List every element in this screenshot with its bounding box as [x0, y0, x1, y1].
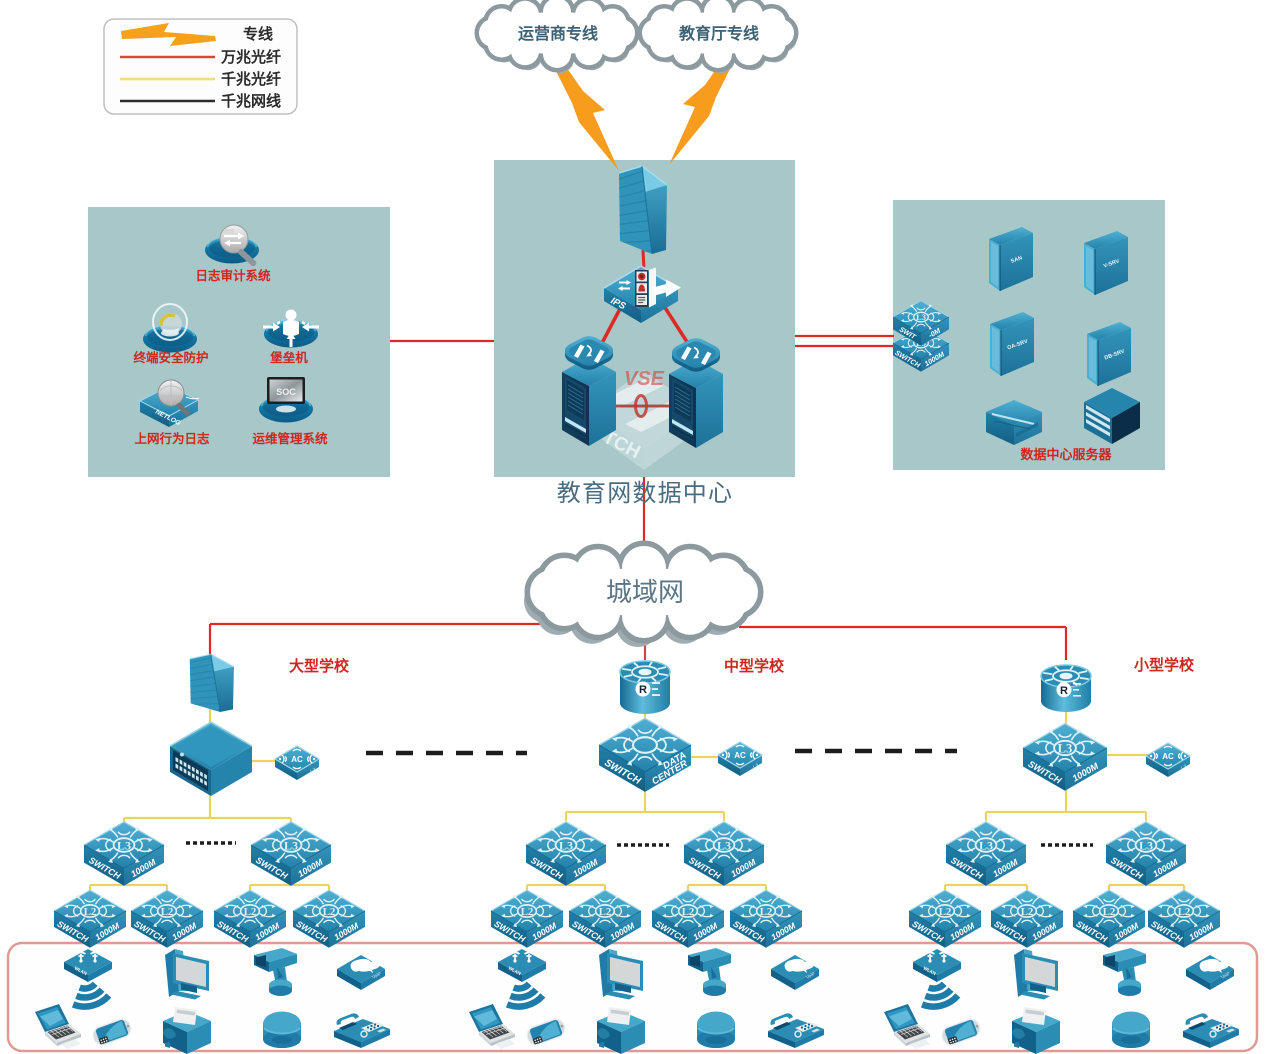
- svg-text:L2: L2: [323, 906, 336, 918]
- svg-text:L2: L2: [521, 906, 534, 918]
- svg-text:L3: L3: [979, 838, 993, 852]
- svg-text:上网行为日志: 上网行为日志: [134, 431, 210, 446]
- svg-text:终端安全防护: 终端安全防护: [133, 350, 208, 365]
- svg-text:教育厅专线: 教育厅专线: [679, 24, 759, 43]
- svg-text:SAN: SAN: [1010, 255, 1023, 265]
- svg-text:L2: L2: [1178, 906, 1191, 918]
- svg-text:L2: L2: [1103, 906, 1116, 918]
- svg-text:运营商专线: 运营商专线: [518, 24, 598, 43]
- svg-text:L2: L2: [682, 906, 695, 918]
- svg-text:L3: L3: [1180, 764, 1188, 772]
- svg-text:R: R: [639, 684, 647, 696]
- svg-text:L2: L2: [1021, 906, 1034, 918]
- svg-text:L3: L3: [309, 767, 317, 775]
- svg-text:AC: AC: [291, 755, 303, 764]
- svg-text:城域网: 城域网: [606, 577, 684, 607]
- svg-text:V-SRV: V-SRV: [1103, 258, 1121, 269]
- svg-text:L2: L2: [760, 906, 773, 918]
- svg-text:L2: L2: [599, 906, 612, 918]
- svg-text:AC: AC: [734, 751, 746, 760]
- svg-text:AC: AC: [1162, 752, 1174, 761]
- svg-text:L2: L2: [161, 906, 174, 918]
- svg-text:L3: L3: [1139, 838, 1153, 852]
- svg-text:SOC: SOC: [276, 387, 296, 397]
- svg-text:L2: L2: [939, 906, 952, 918]
- svg-text:L3: L3: [717, 838, 731, 852]
- svg-text:堡垒机: 堡垒机: [270, 350, 308, 365]
- svg-text:L2: L2: [84, 906, 97, 918]
- svg-text:R: R: [1060, 685, 1068, 697]
- svg-text:L3: L3: [559, 838, 573, 852]
- svg-text:万兆光纤: 万兆光纤: [220, 48, 281, 66]
- svg-text:小型学校: 小型学校: [1134, 656, 1195, 674]
- svg-text:VSE: VSE: [624, 368, 665, 390]
- svg-text:L3: L3: [1058, 742, 1073, 756]
- svg-text:千兆光纤: 千兆光纤: [221, 70, 281, 88]
- svg-text:数据中心服务器: 数据中心服务器: [1020, 447, 1112, 462]
- svg-text:L2: L2: [244, 906, 257, 918]
- svg-text:L3: L3: [752, 763, 760, 771]
- svg-text:L3: L3: [117, 838, 131, 852]
- svg-text:千兆网线: 千兆网线: [221, 92, 281, 110]
- svg-text:运维管理系统: 运维管理系统: [252, 431, 328, 446]
- svg-text:中型学校: 中型学校: [724, 657, 785, 675]
- svg-text:L3: L3: [284, 838, 298, 852]
- svg-text:大型学校: 大型学校: [289, 657, 350, 675]
- svg-text:日志审计系统: 日志审计系统: [195, 268, 271, 283]
- svg-text:专线: 专线: [243, 25, 273, 43]
- svg-text:教育网数据中心: 教育网数据中心: [557, 480, 733, 507]
- svg-text:L3: L3: [916, 313, 926, 322]
